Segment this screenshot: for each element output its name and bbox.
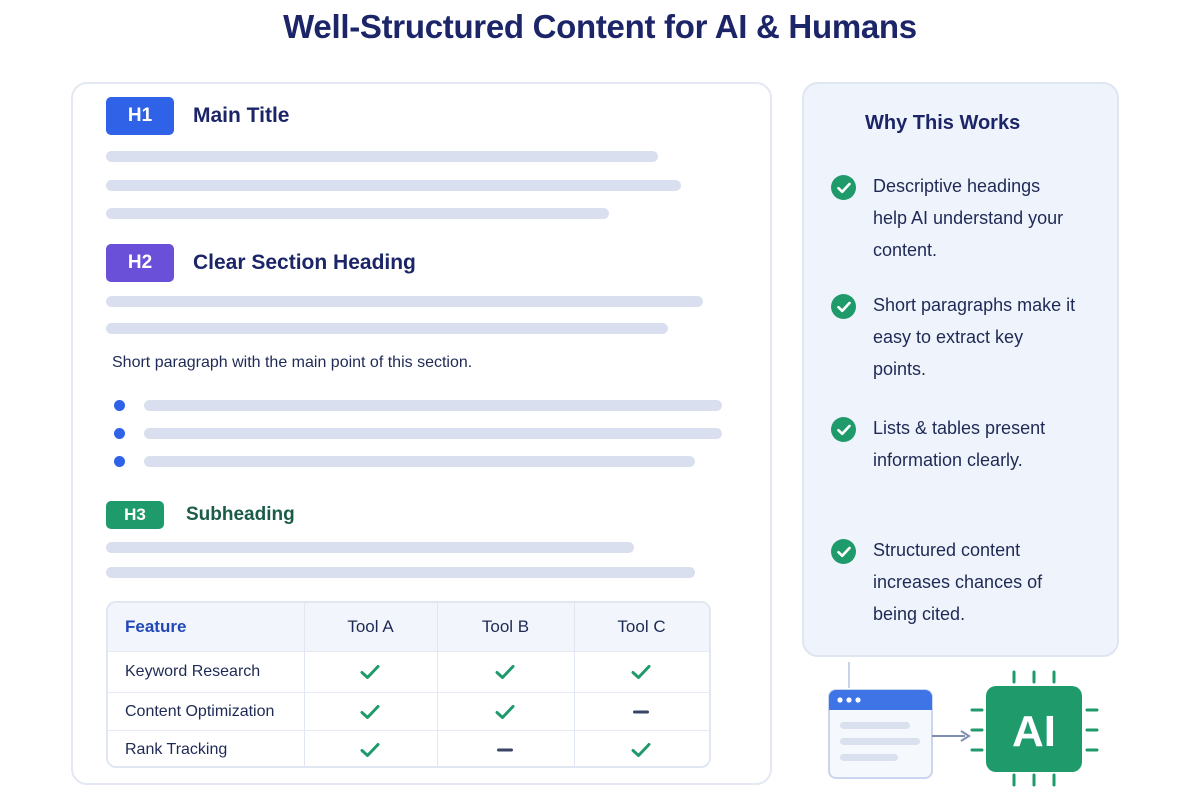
header-tool-c: Tool C [617, 617, 666, 636]
check-icon [350, 731, 390, 766]
text-line [106, 296, 703, 307]
table-row-feature: Rank Tracking [125, 740, 228, 758]
bullet-dot [114, 400, 125, 411]
reason-text: Structured content increases chances of … [873, 540, 1043, 624]
bullet-line [144, 400, 722, 411]
page-title: Well-Structured Content for AI & Humans [283, 8, 917, 45]
check-circle-icon [831, 539, 856, 564]
column-divider [304, 603, 305, 766]
h3-text: Subheading [186, 504, 295, 525]
h3-heading: H3 Subheading [106, 501, 295, 529]
text-line [106, 208, 609, 219]
check-icon [621, 731, 661, 766]
text-line [106, 542, 634, 553]
column-divider [437, 603, 438, 766]
h3-badge: H3 [106, 501, 164, 529]
check-icon [621, 652, 661, 692]
table-header [108, 603, 709, 651]
header-feature: Feature [125, 617, 187, 636]
section-paragraph: Short paragraph with the main point of t… [112, 354, 473, 371]
ai-chip-icon: AI [970, 670, 1099, 787]
comparison-table: Feature Tool A Tool B Tool C Keyword Res… [106, 601, 711, 768]
reason-text: Lists & tables present information clear… [873, 418, 1046, 470]
bullet-line [144, 428, 722, 439]
dash-icon [485, 731, 525, 766]
dash-icon [621, 693, 661, 730]
check-circle-icon [831, 417, 856, 442]
h1-badge: H1 [106, 97, 174, 135]
reason-text: Descriptive headings help AI understand … [873, 176, 1064, 260]
document-window-icon [828, 689, 933, 779]
header-tool-b: Tool B [481, 617, 530, 636]
text-line [106, 567, 695, 578]
table-row-feature: Content Optimization [125, 702, 275, 720]
h2-heading: H2 Clear Section Heading [106, 244, 416, 282]
bullet-dot [114, 456, 125, 467]
text-line [106, 151, 658, 162]
table-row-feature: Keyword Research [125, 663, 261, 680]
check-icon [485, 652, 525, 692]
content-to-ai-illustration: AI [828, 662, 1099, 787]
reason-text: Short paragraphs make it easy to extract… [873, 295, 1076, 379]
check-icon [350, 652, 390, 692]
h1-heading: H1 Main Title [106, 97, 289, 135]
text-line [106, 180, 681, 191]
why-this-works-card [802, 82, 1119, 657]
check-icon [350, 693, 390, 730]
row-divider [108, 651, 709, 652]
ai-chip-label: AI [1012, 707, 1056, 756]
h2-text: Clear Section Heading [193, 251, 416, 274]
check-icon [485, 693, 525, 730]
text-line [106, 323, 668, 334]
bullet-dot [114, 428, 125, 439]
h2-badge: H2 [106, 244, 174, 282]
bullet-line [144, 456, 695, 467]
header-tool-a: Tool A [347, 617, 394, 636]
h1-text: Main Title [193, 104, 290, 127]
sidebar-title: Why This Works [865, 112, 1021, 134]
check-circle-icon [831, 294, 856, 319]
row-divider [108, 692, 709, 693]
row-divider [108, 730, 709, 731]
arrow-right-icon [932, 730, 971, 742]
check-circle-icon [831, 175, 856, 200]
column-divider [574, 603, 575, 766]
